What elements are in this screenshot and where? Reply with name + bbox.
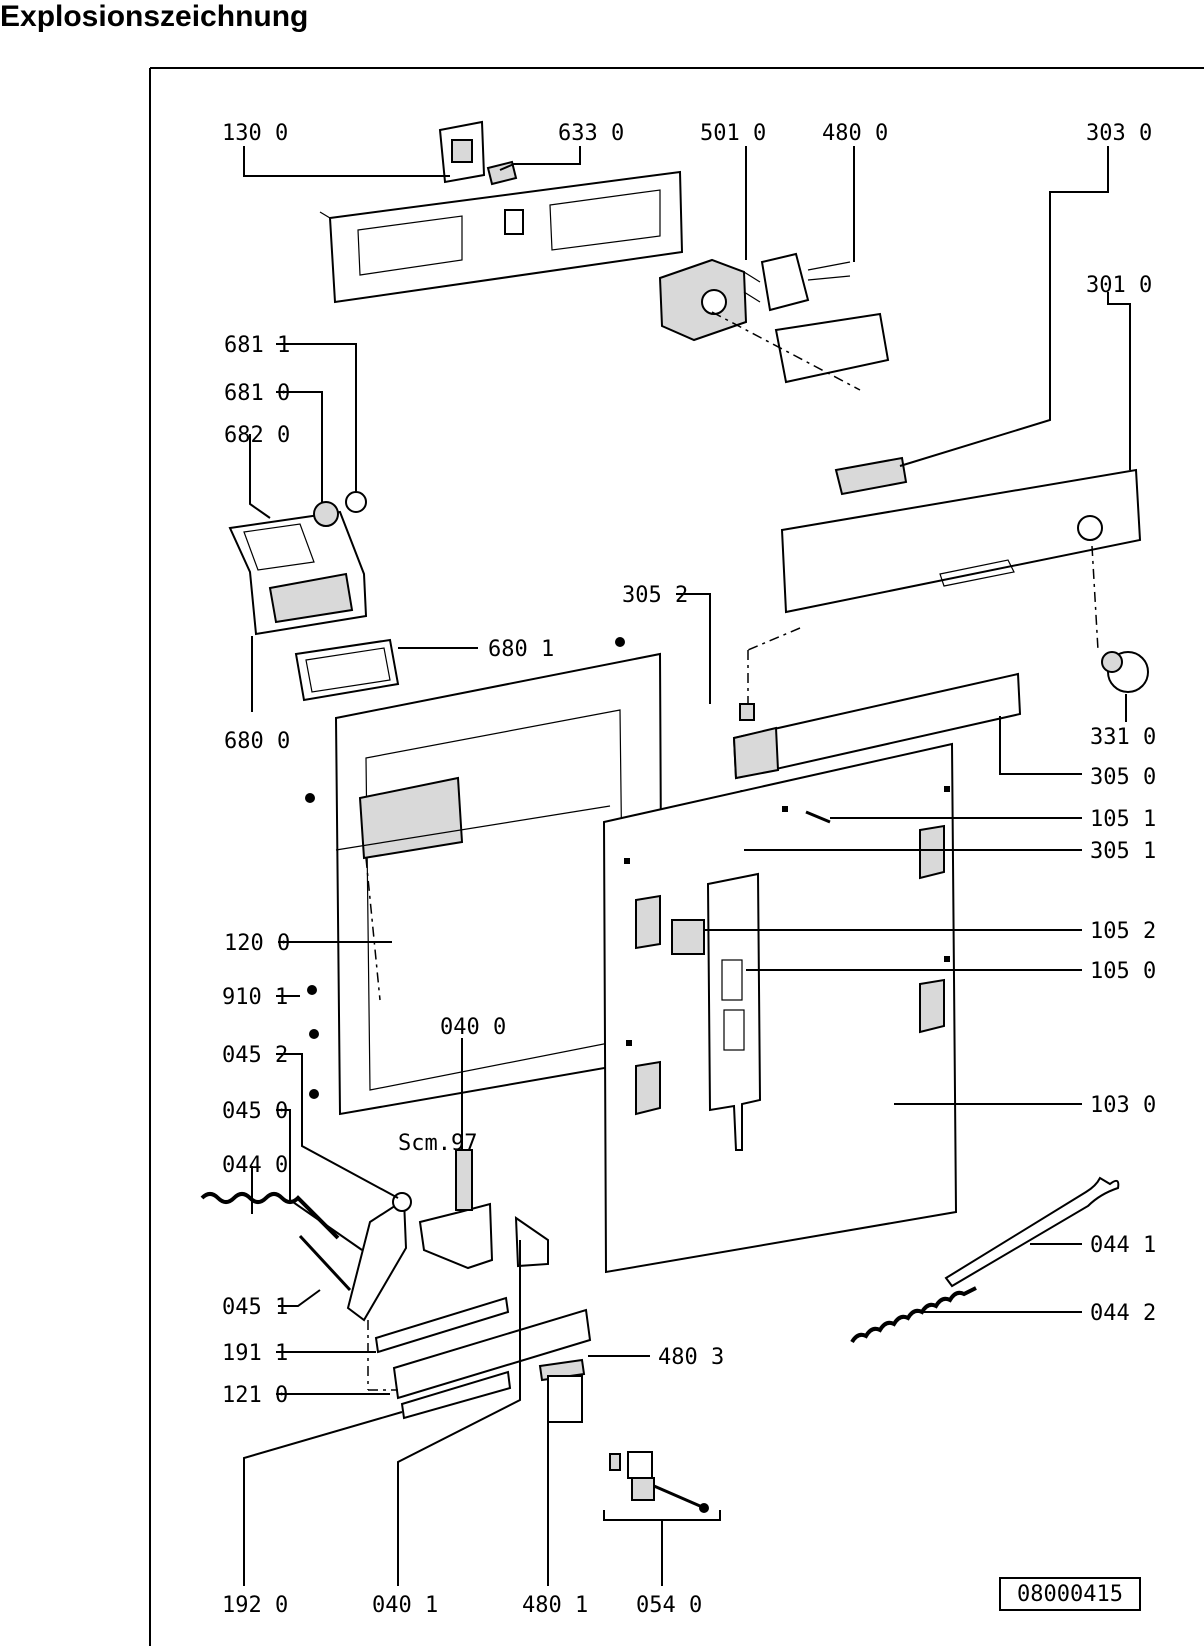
label-120-0: 120 0	[224, 931, 290, 956]
lid-681-0	[313, 501, 339, 527]
hinge-plate-105-0	[706, 872, 762, 1151]
clip-303-0	[834, 456, 908, 496]
label-040-0: 040 0	[440, 1015, 506, 1040]
label-680-1: 680 1	[488, 637, 554, 662]
leader-lines	[243, 146, 1131, 1586]
label-105-2: 105 2	[1090, 919, 1156, 944]
label-130-0: 130 0	[222, 121, 288, 146]
label-044-0: 044 0	[222, 1153, 288, 1178]
clip-480-1	[547, 1375, 583, 1423]
latch-105-2	[671, 919, 705, 955]
drawing-number-box: 08000415	[999, 1577, 1141, 1611]
label-040-1: 040 1	[372, 1593, 438, 1618]
label-044-2: 044 2	[1090, 1301, 1156, 1326]
label-910-1: 910 1	[222, 985, 288, 1010]
rail-191-1	[374, 1296, 510, 1354]
top-control-rail	[319, 170, 684, 304]
dispenser-682-0	[228, 510, 368, 636]
label-303-0: 303 0	[1086, 121, 1152, 146]
cover-040-1	[514, 1216, 549, 1268]
label-305-0: 305 0	[1090, 765, 1156, 790]
spring-044-0	[200, 1192, 352, 1292]
label-045-0: 045 0	[222, 1099, 288, 1124]
label-054-0: 054 0	[636, 1593, 702, 1618]
inner-door-frame-120-0: Scm.97	[305, 637, 664, 1156]
label-045-1: 045 1	[222, 1295, 288, 1320]
outer-door-panel-103-0	[602, 742, 958, 1274]
gasket-680-1	[294, 638, 400, 702]
bracket-130-0	[438, 120, 486, 184]
label-681-0: 681 0	[224, 381, 290, 406]
label-305-2: 305 2	[622, 583, 688, 608]
label-331-0: 331 0	[1090, 725, 1156, 750]
knob-331-0	[1101, 651, 1149, 693]
label-103-0: 103 0	[1090, 1093, 1156, 1118]
switch-mount-plate	[711, 311, 890, 391]
label-480-1: 480 1	[522, 1593, 588, 1618]
rod-044-1	[944, 1176, 1120, 1288]
seal-681-1	[345, 491, 367, 513]
label-501-0: 501 0	[700, 121, 766, 146]
drawing-frame	[149, 67, 1204, 1646]
label-480-3: 480 3	[658, 1345, 724, 1370]
part-labels: 130 0 633 0 501 0 480 0 303 0 301 0 681 …	[222, 121, 1156, 1618]
label-121-0: 121 0	[222, 1383, 288, 1408]
label-192-0: 192 0	[222, 1593, 288, 1618]
bracket-040-0	[418, 1149, 494, 1270]
label-105-0: 105 0	[1090, 959, 1156, 984]
label-044-1: 044 1	[1090, 1233, 1156, 1258]
label-633-0: 633 0	[558, 121, 624, 146]
page-title: Explosionszeichnung	[0, 0, 309, 33]
label-305-1: 305 1	[1090, 839, 1156, 864]
rail-121-0	[367, 1308, 592, 1400]
control-panel-301-0	[780, 468, 1142, 651]
connector-480-0	[760, 252, 851, 312]
hinge-arm-045-0	[346, 1192, 412, 1322]
clip-305-2	[739, 703, 755, 721]
label-682-0: 682 0	[224, 423, 290, 448]
label-680-0: 680 0	[224, 729, 290, 754]
label-681-1: 681 1	[224, 333, 290, 358]
panel-strip-305-0	[732, 627, 1022, 780]
label-480-0: 480 0	[822, 121, 888, 146]
clip-633-0	[486, 160, 518, 186]
rail-192-0	[400, 1370, 512, 1420]
drawing-number: 08000415	[1017, 1582, 1123, 1607]
lock-set-054-0	[603, 1451, 721, 1534]
programme-switch-501-0	[658, 258, 761, 342]
label-191-1: 191 1	[222, 1341, 288, 1366]
label-301-0: 301 0	[1086, 273, 1152, 298]
label-105-1: 105 1	[1090, 807, 1156, 832]
spring-044-2	[850, 1286, 977, 1344]
label-045-2: 045 2	[222, 1043, 288, 1068]
